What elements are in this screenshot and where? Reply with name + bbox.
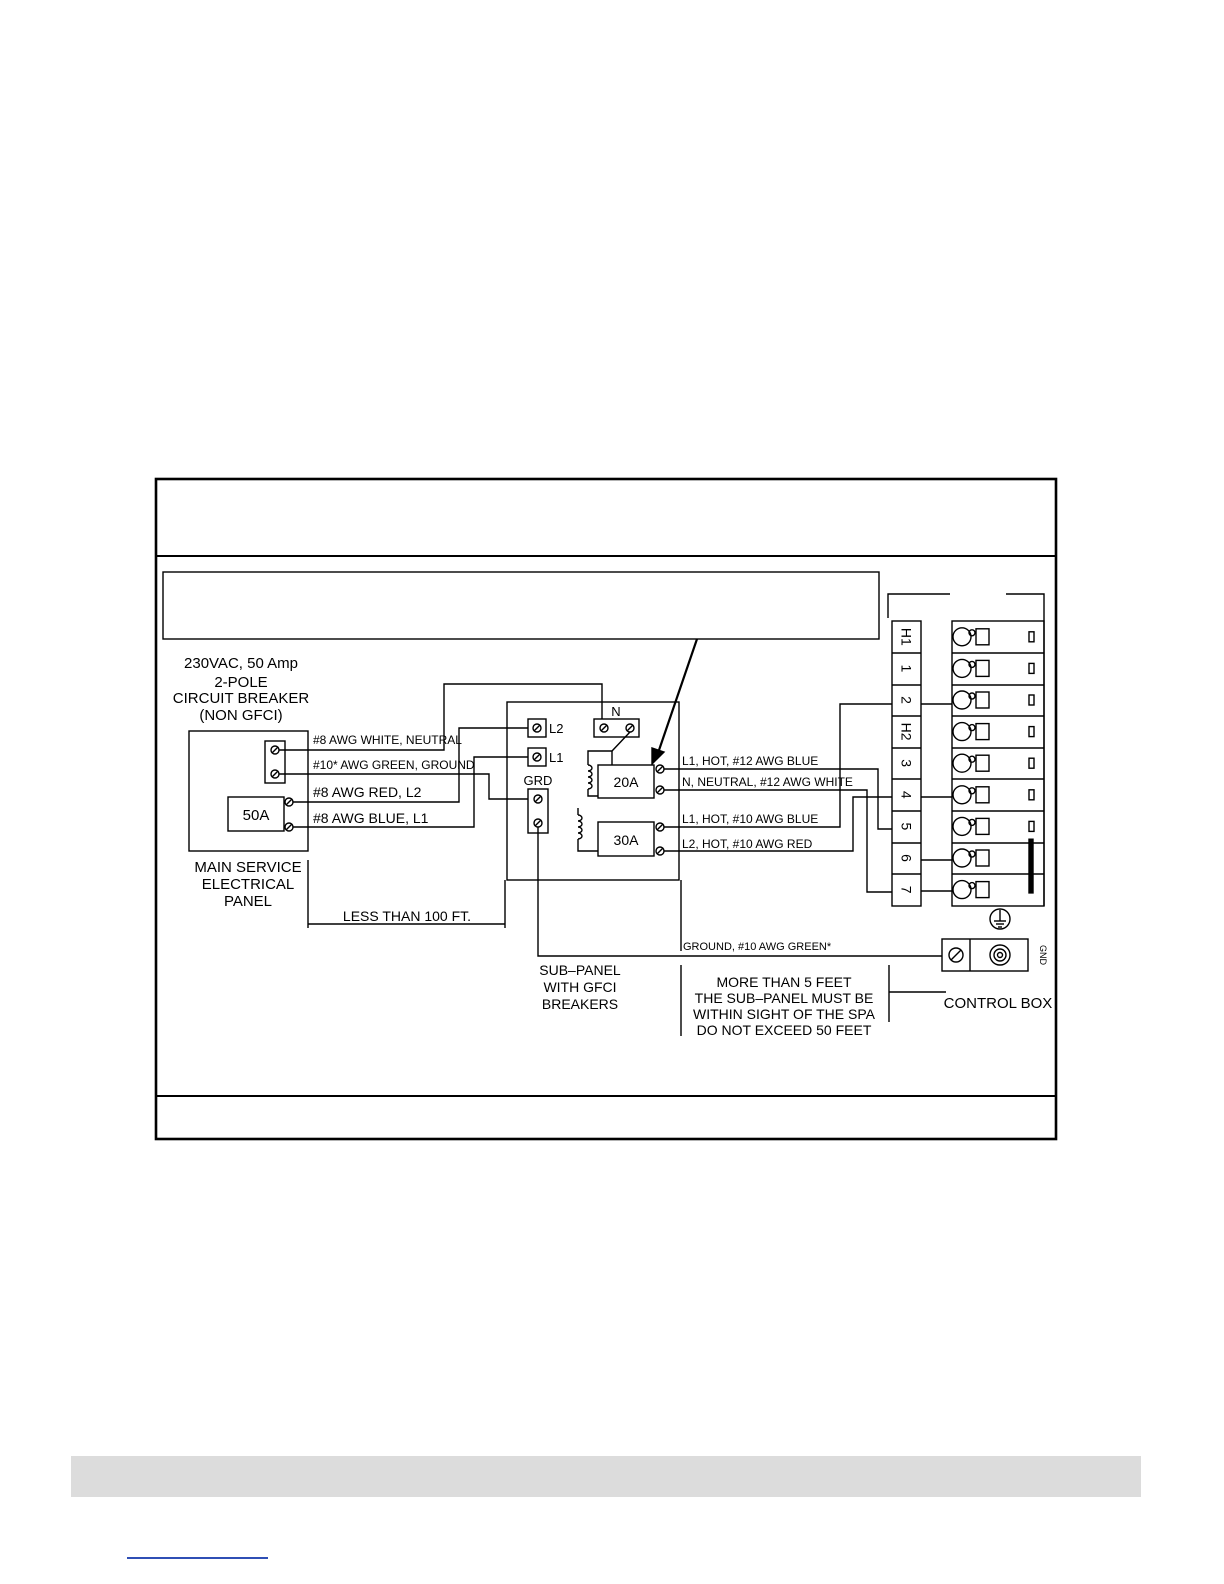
main-bus-terminal — [264, 740, 286, 784]
feed-label-l1: #8 AWG BLUE, L1 — [313, 810, 429, 826]
feed-label-neutral: #8 AWG WHITE, NEUTRAL — [313, 733, 462, 747]
terminal-n — [593, 718, 640, 738]
note-line-3: WITHIN SIGHT OF THE SPA — [693, 1006, 876, 1022]
feed-wire-neutral — [279, 683, 603, 751]
feed-wire-ground — [279, 773, 528, 800]
terminal-l2 — [527, 718, 547, 738]
feed-wire-l1 — [293, 756, 528, 828]
relay-row — [952, 848, 990, 868]
breaker-30a-label: 30A — [614, 832, 640, 848]
relay-row — [952, 658, 1035, 679]
note-line-4: DO NOT EXCEED 50 FEET — [697, 1022, 872, 1038]
main-panel-line-1: MAIN SERVICE — [194, 859, 301, 876]
terminal-n-label: N — [611, 704, 620, 719]
terminal-l1-label: L1 — [549, 750, 563, 765]
gfci-breaker-30a — [597, 821, 655, 857]
relay-row — [952, 785, 1035, 805]
relay-row — [952, 627, 1035, 647]
load-wire-l1-12 — [664, 768, 892, 830]
gfci-breaker-20a — [597, 764, 655, 799]
breaker-line-3: CIRCUIT BREAKER — [173, 690, 310, 707]
sub-panel-line-1: SUB–PANEL — [539, 962, 621, 978]
relay-block — [951, 620, 1045, 907]
breaker-line-4: (NON GFCI) — [199, 707, 282, 724]
strip-terminal-6: 6 — [899, 854, 915, 862]
relay-indicator-bar — [1028, 838, 1034, 894]
ground-symbol-icon — [989, 908, 1011, 930]
load-label-4: L2, HOT, #10 AWG RED — [682, 837, 813, 851]
strip-terminal-1: 1 — [899, 665, 915, 673]
page-footer-bar — [71, 1456, 1141, 1497]
footer-link-underline[interactable] — [127, 1557, 268, 1559]
relay-row — [952, 690, 1035, 710]
gnd-label: GND — [1038, 945, 1048, 966]
note-line-1: MORE THAN 5 FEET — [716, 974, 852, 990]
main-panel-box — [188, 730, 309, 852]
relay-row — [952, 753, 1035, 773]
main-panel-line-2: ELECTRICAL — [202, 876, 295, 893]
ground-lug — [941, 938, 1029, 972]
feed-label-ground: #10* AWG GREEN, GROUND — [313, 758, 475, 772]
strip-terminal-h1: H1 — [899, 628, 915, 646]
main-panel-line-3: PANEL — [224, 893, 272, 910]
terminal-l1 — [527, 747, 547, 767]
sub-panel-line-2: WITH GFCI — [543, 979, 616, 995]
breaker-line-2: 2-POLE — [214, 674, 267, 691]
strip-terminal-2: 2 — [899, 696, 915, 704]
relay-row — [952, 721, 1035, 742]
note-line-2: THE SUB–PANEL MUST BE — [695, 990, 874, 1006]
sub-panel-line-3: BREAKERS — [542, 996, 618, 1012]
load-label-2: N, NEUTRAL, #12 AWG WHITE — [682, 775, 853, 789]
feed-label-l2: #8 AWG RED, L2 — [313, 784, 422, 800]
terminal-strip — [891, 620, 922, 907]
ground-wire-label: GROUND, #10 AWG GREEN* — [683, 941, 832, 953]
strip-terminal-7: 7 — [899, 886, 915, 894]
main-breaker-label: 50A — [243, 807, 270, 824]
load-wire-neutral-12 — [664, 789, 892, 893]
distance-main-to-sub: LESS THAN 100 FT. — [343, 908, 471, 924]
control-box-label: CONTROL BOX — [944, 995, 1053, 1012]
callout-arrowhead — [651, 747, 666, 766]
relay-row — [952, 879, 990, 900]
breaker-20a-label: 20A — [614, 774, 640, 790]
strip-terminal-4: 4 — [899, 791, 915, 799]
callout-arrow — [655, 638, 699, 757]
diagram-frame — [154, 477, 1058, 1141]
load-label-3: L1, HOT, #10 AWG BLUE — [682, 812, 818, 826]
main-breaker-50a — [227, 796, 285, 832]
load-label-1: L1, HOT, #12 AWG BLUE — [682, 754, 818, 768]
relay-row — [952, 816, 1035, 837]
load-wire-l2-10 — [664, 796, 892, 852]
load-wire-ground — [537, 827, 942, 957]
terminal-grd-label: GRD — [524, 773, 553, 788]
load-wire-l1-10 — [664, 703, 892, 828]
breaker-line-1: 230VAC, 50 Amp — [184, 655, 298, 672]
terminal-l2-label: L2 — [549, 721, 563, 736]
sub-panel-box — [506, 701, 680, 881]
callout-box — [162, 571, 880, 640]
feed-wire-l2 — [293, 727, 528, 803]
strip-terminal-3: 3 — [899, 759, 915, 767]
strip-terminal-5: 5 — [899, 823, 915, 831]
strip-terminal-h2: H2 — [899, 723, 915, 741]
